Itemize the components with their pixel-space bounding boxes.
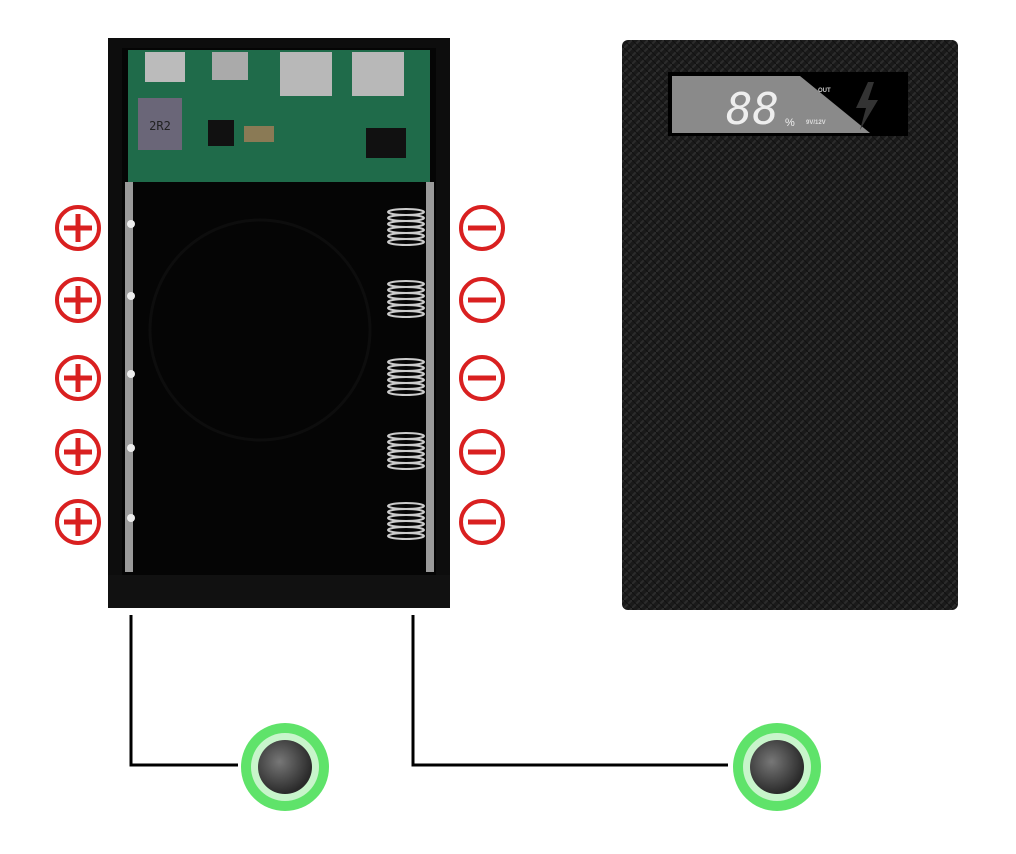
negative-terminal-marker bbox=[459, 429, 505, 475]
positive-contact bbox=[127, 370, 135, 378]
positive-terminal-marker bbox=[55, 429, 101, 475]
positive-terminal-marker bbox=[55, 205, 101, 251]
voltage-label: 9V/12V bbox=[806, 120, 826, 126]
negative-terminal-marker bbox=[459, 277, 505, 323]
chip bbox=[208, 120, 234, 146]
usb-a-port bbox=[280, 52, 332, 96]
positive-contact bbox=[127, 220, 135, 228]
lcd-display: 88 % OUT 9V/12V bbox=[668, 72, 908, 136]
spring-contact bbox=[387, 358, 425, 396]
open-battery-case: 2R2 bbox=[108, 38, 450, 608]
micro-usb-port bbox=[212, 52, 248, 80]
inductor bbox=[138, 98, 182, 150]
lightning-icon bbox=[856, 82, 878, 130]
positive-contact bbox=[127, 514, 135, 522]
usb-c-port bbox=[145, 52, 185, 82]
circuit-board: 2R2 bbox=[128, 50, 430, 182]
battery-percent: 88 bbox=[726, 84, 779, 135]
wire-left bbox=[129, 615, 238, 767]
spring-contact bbox=[387, 280, 425, 318]
negative-terminal-marker bbox=[459, 499, 505, 545]
wire-right bbox=[411, 615, 728, 767]
power-button-right[interactable] bbox=[733, 723, 821, 811]
positive-terminal-marker bbox=[55, 355, 101, 401]
negative-terminal-marker bbox=[459, 355, 505, 401]
power-button-left[interactable] bbox=[241, 723, 329, 811]
inductor-label: 2R2 bbox=[149, 119, 171, 133]
positive-contact bbox=[127, 292, 135, 300]
spring-contact bbox=[387, 208, 425, 246]
positive-terminal-marker bbox=[55, 277, 101, 323]
spring-contact bbox=[387, 432, 425, 470]
percent-sign: % bbox=[785, 117, 795, 129]
out-label: OUT bbox=[818, 88, 831, 94]
positive-terminal-marker bbox=[55, 499, 101, 545]
positive-contact bbox=[127, 444, 135, 452]
negative-terminal-marker bbox=[459, 205, 505, 251]
chip bbox=[366, 128, 406, 158]
usb-a-port bbox=[352, 52, 404, 96]
spring-contact bbox=[387, 502, 425, 540]
closed-power-bank: 88 % OUT 9V/12V bbox=[622, 40, 958, 610]
